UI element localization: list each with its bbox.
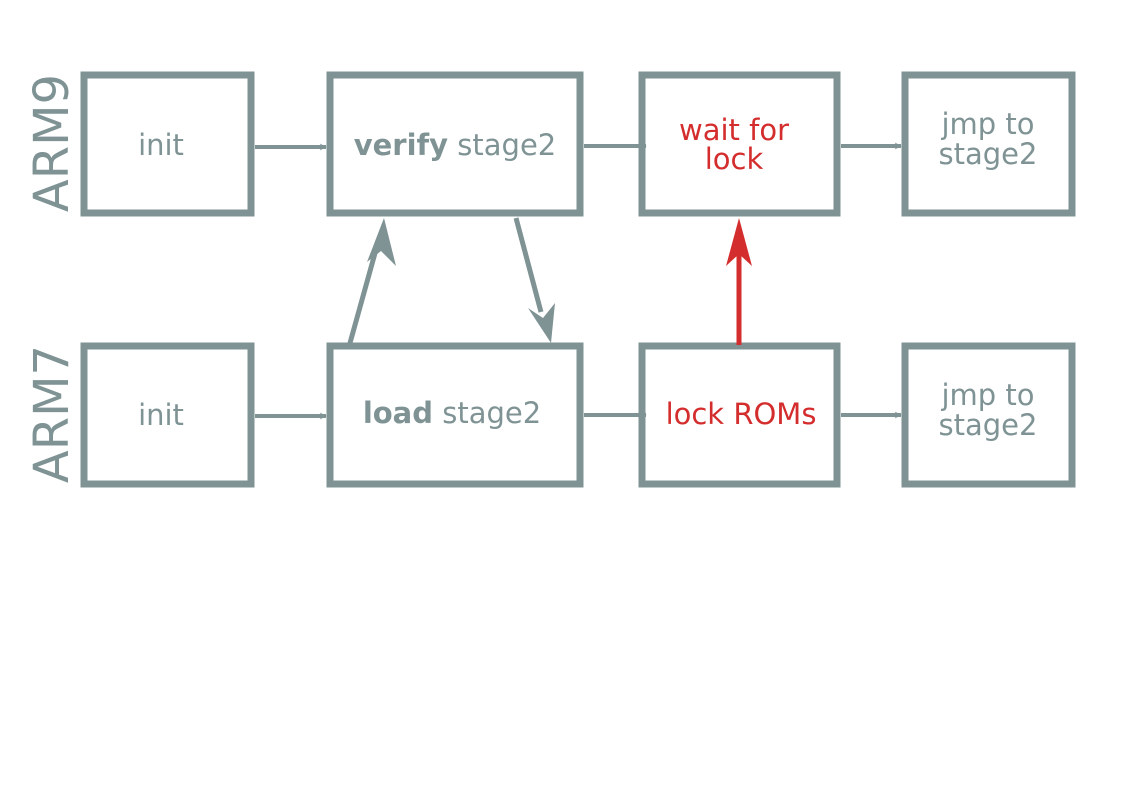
verify-keyword: verify [354, 128, 448, 162]
wait-lock-line1: wait for [679, 113, 789, 147]
arrow-load-to-verify [347, 218, 396, 344]
arm7-init-box: init [80, 342, 255, 488]
arm7-load-label: load stage2 [363, 396, 541, 430]
arm7-jmp-box: jmp to stage2 [901, 342, 1076, 488]
arm9-verify-label: verify stage2 [354, 128, 557, 162]
wait-lock-line2: lock [705, 142, 764, 176]
row-label-arm7: ARM7 [24, 345, 80, 483]
arrow-verify-to-load [513, 217, 555, 343]
arm9-init-box: init [80, 71, 255, 217]
arm9-wait-lock-box: wait for lock [638, 71, 841, 217]
arm7-jmp-line1: jmp to [940, 378, 1034, 412]
verify-target: stage2 [448, 128, 556, 162]
row-label-arm9: ARM9 [24, 74, 80, 212]
arm9-init-label: init [138, 128, 184, 162]
arm7-load-box: load stage2 [326, 342, 584, 488]
arm9-verify-box: verify stage2 [326, 71, 584, 217]
arm9-jmp-line2: stage2 [939, 137, 1038, 171]
arm7-jmp-line2: stage2 [939, 408, 1038, 442]
lock-roms-label: lock ROMs [666, 397, 817, 431]
arm9-jmp-box: jmp to stage2 [901, 71, 1076, 217]
load-keyword: load [363, 396, 433, 430]
arm7-lock-roms-box: lock ROMs [638, 342, 841, 488]
arm7-init-label: init [138, 398, 184, 432]
arm9-jmp-line1: jmp to [940, 107, 1034, 141]
load-target: stage2 [433, 396, 541, 430]
arrow-lock-to-wait [726, 218, 752, 345]
